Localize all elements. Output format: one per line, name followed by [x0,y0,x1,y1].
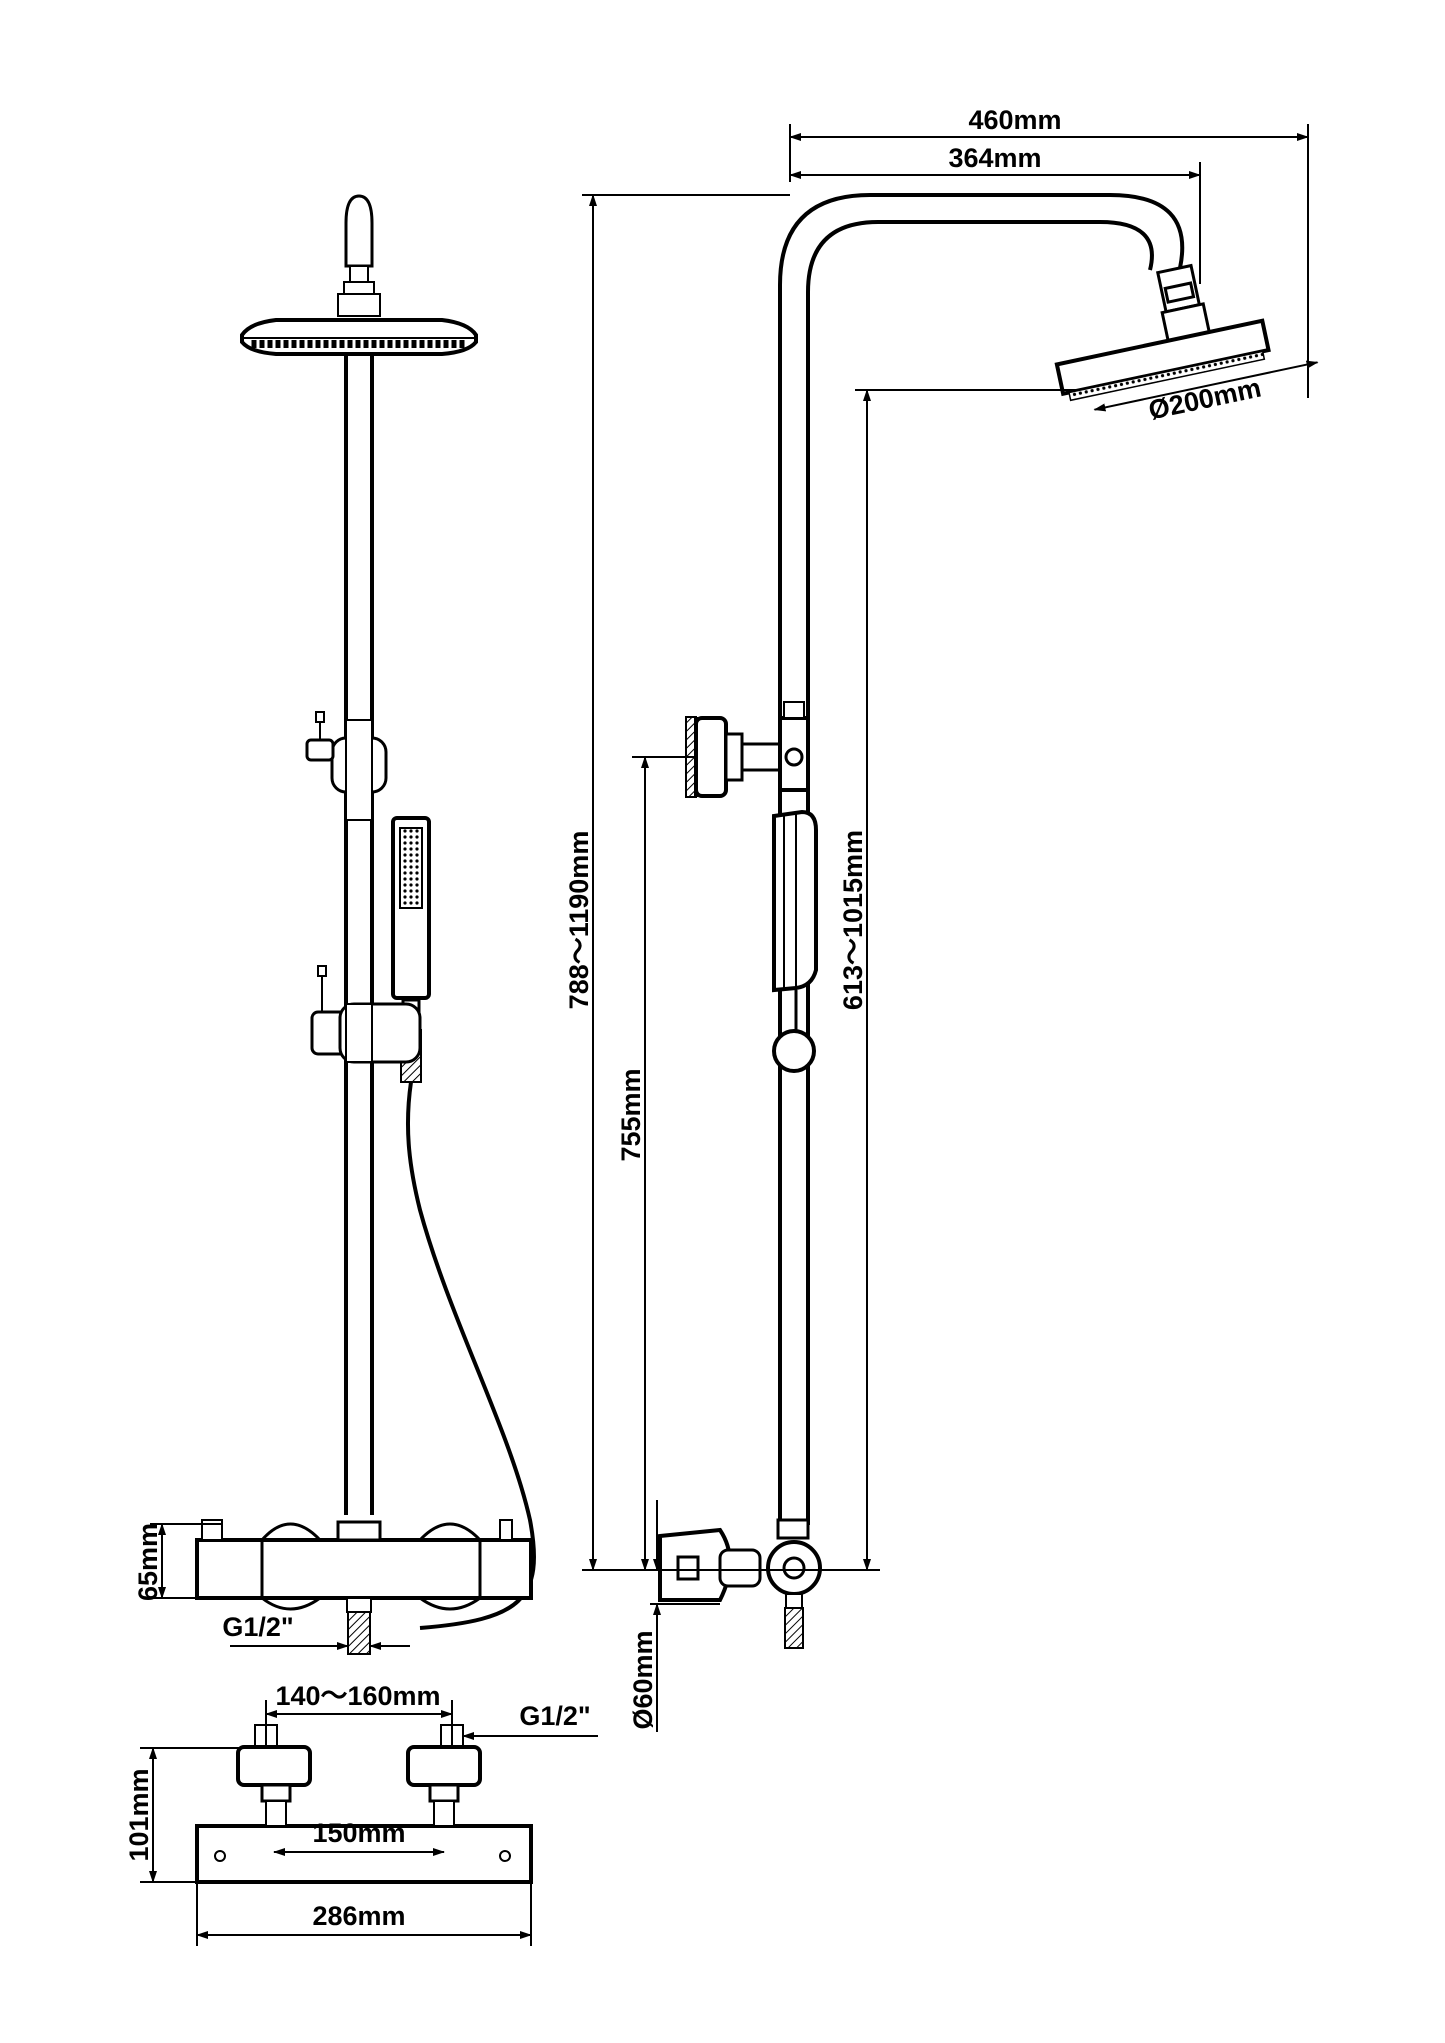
dim-g12-inlet: G1/2" [519,1701,590,1731]
wall-bracket-side [685,701,810,798]
nozzle-mark [371,340,377,348]
nozzle-mark [395,340,401,348]
dim-788-1190: 788～1190mm [564,831,594,1010]
nozzle-mark [323,340,329,348]
dim-460: 460mm [968,105,1061,135]
nozzle-mark [259,340,265,348]
dim-65: 65mm [133,1523,163,1601]
nozzle-mark [331,340,337,348]
rain-head-nozzles [251,340,465,348]
front-view [195,194,536,1655]
nozzle-mark [267,340,273,348]
nozzle-mark [403,340,409,348]
nozzle-mark [291,340,297,348]
nozzle-mark [283,340,289,348]
nozzle-mark [347,340,353,348]
shower-arm-front [337,194,381,317]
riser-rail-front [344,354,374,1515]
bottom-connector-side [658,1518,822,1649]
dim-g12-outlet: G1/2" [222,1612,293,1642]
dim-613-1015: 613～1015mm [838,830,868,1010]
nozzle-mark [315,340,321,348]
mixer-front [195,1519,533,1655]
rain-head-front [240,318,478,356]
nozzle-mark [427,340,433,348]
dim-150: 150mm [312,1818,405,1848]
nozzle-mark [411,340,417,348]
nozzle-mark [387,340,393,348]
nozzle-mark [339,340,345,348]
nozzle-mark [251,340,257,348]
nozzle-mark [275,340,281,348]
dim-diameter-60: Ø60mm [628,1630,658,1729]
wall-bracket-upper-front [305,711,388,821]
side-view [658,193,1271,1649]
nozzle-mark [307,340,313,348]
top-view [195,1724,533,1884]
inlet-left-top-view [236,1724,312,1827]
nozzle-mark [355,340,361,348]
nozzle-mark [379,340,385,348]
nozzle-mark [419,340,425,348]
hand-shower-side [772,809,818,1073]
dim-101: 101mm [124,1768,154,1861]
nozzle-mark [299,340,305,348]
nozzle-mark [435,340,441,348]
dim-364: 364mm [948,143,1041,173]
nozzle-mark [451,340,457,348]
slider-holder-front [310,965,422,1064]
dim-286: 286mm [312,1901,405,1931]
dim-140-160: 140～160mm [275,1681,440,1711]
inlet-right-top-view [406,1724,482,1827]
dimension-lines [140,124,1319,1946]
nozzle-mark [443,340,449,348]
nozzle-mark [363,340,369,348]
dim-755: 755mm [616,1068,646,1161]
nozzle-mark [459,340,465,348]
riser-and-arm-side [778,193,1185,1525]
